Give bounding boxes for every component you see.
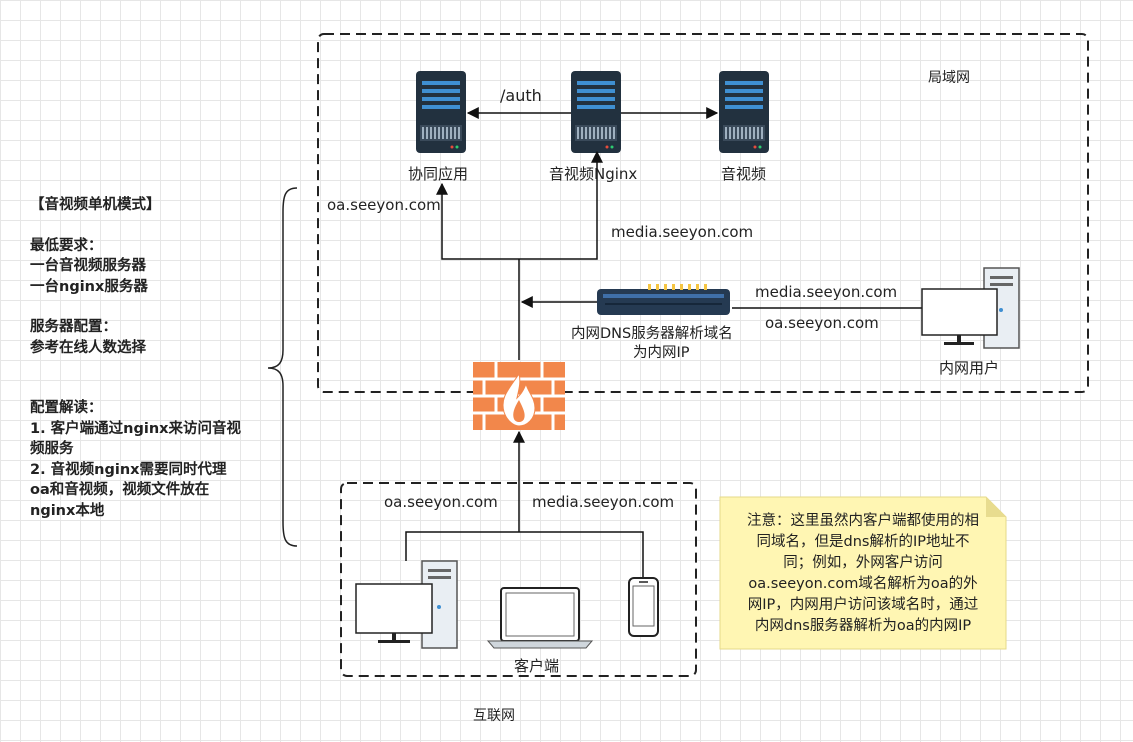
intranet-pc-icon xyxy=(921,267,1020,349)
nginx-server-label: 音视频Nginx xyxy=(549,165,638,183)
to-nginx-line xyxy=(519,150,603,260)
dns-label-line2: 为内网IP xyxy=(633,345,690,361)
min-req-2: 一台nginx服务器 xyxy=(30,278,148,295)
intranet-user-label: 内网用户 xyxy=(939,359,1000,377)
note-line3: 同；例如，外网客户访问 xyxy=(783,555,943,571)
client-phone-icon xyxy=(628,577,659,637)
collab-server-icon xyxy=(416,71,466,153)
lan-media-domain: media.seeyon.com xyxy=(611,223,754,241)
intranet-media-domain: media.seeyon.com xyxy=(755,283,898,301)
explain-2c: nginx本地 xyxy=(30,502,105,519)
note-line5: 网IP，内网用户访问该域名时，通过 xyxy=(747,597,979,613)
side-notes: 【音视频单机模式】 最低要求： 一台音视频服务器 一台nginx服务器 服务器配… xyxy=(30,195,241,521)
note-fold xyxy=(986,497,1006,517)
lan-oa-domain: oa.seeyon.com xyxy=(327,196,441,214)
dns-server-icon xyxy=(597,284,730,315)
explain-1b: 频服务 xyxy=(30,441,74,457)
dns-label-line1: 内网DNS服务器解析域名 xyxy=(571,326,733,342)
note-line2: 同域名，但是dns解析的IP地址不 xyxy=(756,534,970,550)
media-server-label: 音视频 xyxy=(721,165,767,183)
intranet-oa-domain: oa.seeyon.com xyxy=(765,314,879,332)
note-line4: oa.seeyon.com域名解析为oa的外 xyxy=(748,576,978,592)
side-title: 【音视频单机模式】 xyxy=(30,197,161,213)
min-req-title: 最低要求： xyxy=(30,237,103,254)
lan-title: 局域网 xyxy=(928,70,970,86)
firewall-icon xyxy=(473,362,565,430)
nginx-server-icon xyxy=(571,71,621,153)
config-title: 服务器配置： xyxy=(30,319,117,335)
clients-connector xyxy=(405,531,644,578)
collab-server-label: 协同应用 xyxy=(408,165,469,183)
internet-title: 互联网 xyxy=(473,708,515,724)
dns-note: 注意：这里虽然内客户端都使用的相 同域名，但是dns解析的IP地址不 同；例如，… xyxy=(720,497,1006,649)
config-1: 参考在线人数选择 xyxy=(30,339,146,356)
internet-oa-domain: oa.seeyon.com xyxy=(384,493,498,511)
explain-1a: 1. 客户端通过nginx来访问音视 xyxy=(30,420,241,437)
note-background xyxy=(719,496,1007,650)
note-line6: 内网dns服务器解析为oa的内网IP xyxy=(754,618,972,634)
explain-2b: oa和音视频，视频文件放在 xyxy=(30,482,210,498)
auth-label: /auth xyxy=(500,86,542,105)
client-desktop-icon xyxy=(355,560,458,649)
left-brace xyxy=(267,187,298,547)
client-laptop-icon xyxy=(486,587,594,649)
explain-2a: 2. 音视频nginx需要同时代理 xyxy=(30,461,227,478)
note-line1: 注意：这里虽然内客户端都使用的相 xyxy=(747,513,979,529)
explain-title: 配置解读： xyxy=(30,400,103,416)
internet-boundary xyxy=(340,482,697,677)
to-collab-line xyxy=(436,182,519,260)
internet-media-domain: media.seeyon.com xyxy=(532,493,675,511)
min-req-1: 一台音视频服务器 xyxy=(30,258,146,274)
media-server-icon xyxy=(719,71,769,153)
clients-label: 客户端 xyxy=(514,657,560,675)
